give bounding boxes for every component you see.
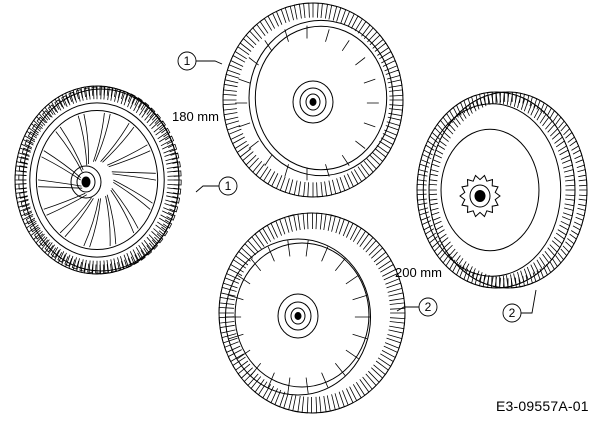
axle-hole [474, 190, 486, 202]
axle-hole [309, 98, 317, 106]
tread-pattern [416, 91, 576, 289]
tread-pattern [218, 212, 406, 414]
spokes [37, 112, 157, 248]
hub-outer [292, 80, 334, 124]
wheel-face-inner [440, 128, 540, 252]
callout-number: 1 [225, 179, 232, 193]
hub-outer [70, 165, 102, 199]
rim-ribs [235, 25, 379, 181]
wheel-size-200-label: 200 mm [395, 265, 442, 280]
rim-face [234, 242, 370, 388]
callout-number: 1 [184, 54, 191, 68]
callout-circle [177, 51, 197, 71]
hub-outer [277, 293, 319, 339]
rim-ribs [226, 240, 370, 394]
callout-circle [218, 176, 238, 196]
rim-face [254, 25, 388, 171]
leader-line [521, 289, 537, 314]
axle-hole [81, 176, 91, 188]
tire-back-edge [428, 91, 588, 289]
gear-hub [469, 184, 491, 208]
callout-circle [418, 297, 438, 317]
front-wheel-spoked [14, 85, 182, 275]
tread-pattern [222, 2, 404, 198]
tire-outer-edge [218, 212, 406, 414]
wheel-face-edge [422, 103, 562, 277]
wheel-size-180-label: 180 mm [172, 109, 219, 124]
callout-rear-wheel-4: 2 [502, 289, 537, 323]
callout-number: 2 [509, 306, 516, 320]
rim-edge [29, 102, 165, 258]
leader-line [396, 306, 419, 312]
rim-edge [224, 238, 372, 396]
callout-rear-wheel-3: 2 [396, 297, 438, 317]
hub-inner [76, 171, 96, 193]
callout-number: 2 [425, 300, 432, 314]
drawing-number: E3-09557A-01 [496, 398, 589, 414]
hub-inner [290, 307, 306, 325]
rim-edge [248, 19, 394, 177]
tread-pattern-back [18, 86, 182, 274]
callout-front-wheel-1: 1 [177, 51, 223, 71]
hub-middle [299, 87, 327, 117]
rear-wheel-bottom [218, 212, 406, 414]
callout-circle [502, 303, 522, 323]
leader-line [195, 185, 219, 193]
hub-inner [305, 93, 321, 111]
drive-gear [459, 174, 501, 218]
callout-front-wheel-2: 1 [195, 176, 238, 196]
leader-line [196, 60, 223, 65]
rear-wheel-right [416, 91, 588, 289]
rim-inner-edge [35, 109, 159, 251]
axle-hole [294, 312, 302, 320]
front-wheel-top [222, 2, 404, 198]
tread-pattern-back [428, 91, 588, 289]
hub-middle [284, 301, 312, 331]
